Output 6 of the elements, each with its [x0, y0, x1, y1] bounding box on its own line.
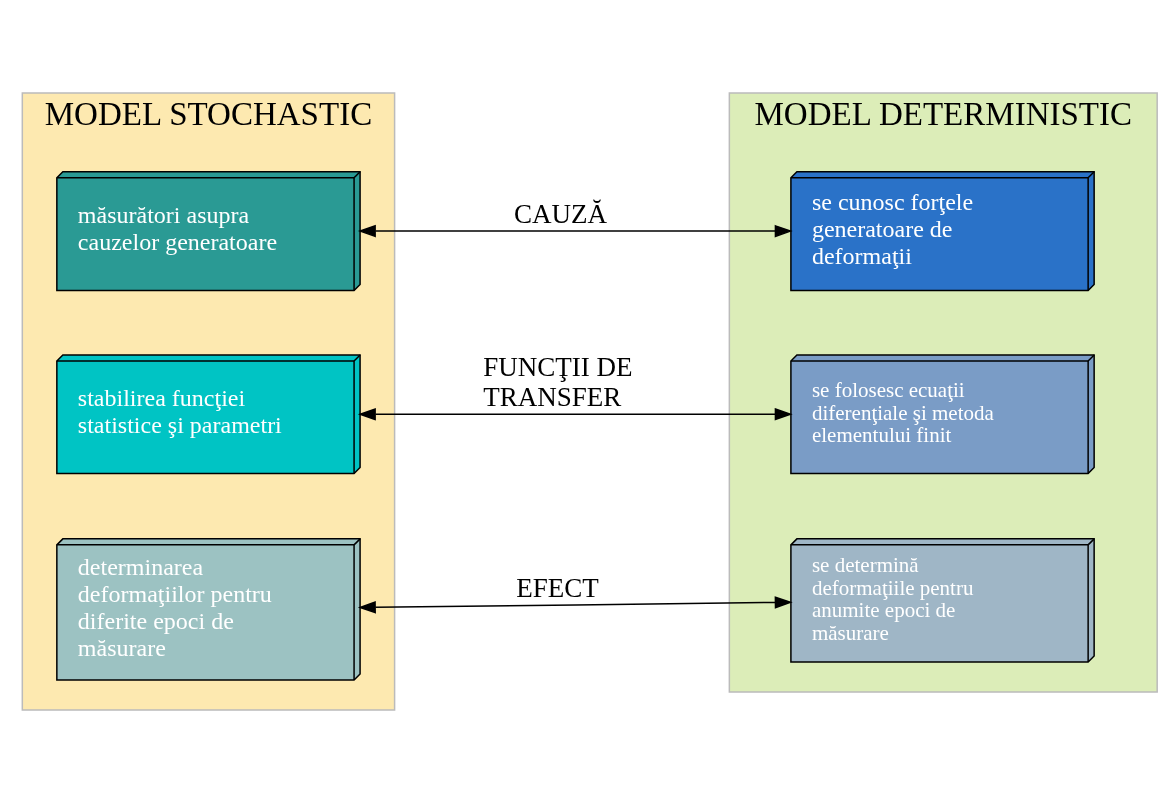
arrow [357, 224, 793, 238]
edge-label: EFECT [516, 572, 599, 603]
edge-label: CAUZĂ [513, 198, 608, 229]
arrow [357, 596, 793, 614]
arrow [357, 407, 793, 421]
edge-label: FUNCŢII DE TRANSFER [483, 351, 633, 412]
